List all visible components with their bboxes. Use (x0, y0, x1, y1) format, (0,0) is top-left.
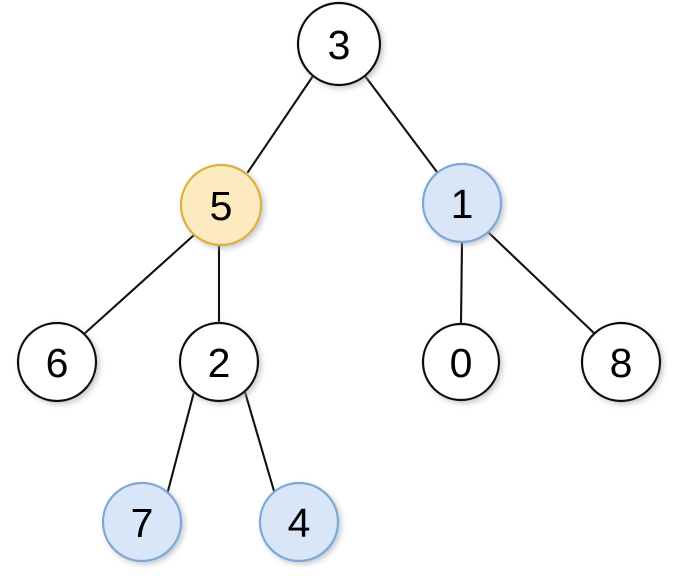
tree-node-5[interactable]: 5 (179, 163, 263, 247)
tree-node-circle-0[interactable] (421, 322, 501, 402)
tree-edge-1-8 (487, 231, 597, 336)
tree-node-circle-1[interactable] (421, 162, 503, 244)
tree-edge-2-4 (243, 390, 276, 493)
tree-node-2[interactable]: 2 (178, 321, 260, 403)
tree-edges-layer (82, 74, 597, 493)
tree-edge-3-1 (363, 74, 439, 174)
tree-node-6[interactable]: 6 (16, 321, 98, 403)
tree-node-circle-8[interactable] (580, 321, 662, 403)
tree-node-circle-2[interactable] (178, 321, 260, 403)
tree-edge-3-5 (246, 74, 315, 174)
tree-node-3[interactable]: 3 (296, 1, 382, 87)
tree-node-circle-7[interactable] (101, 481, 183, 563)
tree-edge-5-6 (82, 233, 196, 336)
tree-node-circle-3[interactable] (296, 1, 382, 87)
tree-node-1[interactable]: 1 (421, 162, 503, 244)
tree-node-circle-5[interactable] (179, 163, 263, 247)
tree-node-circle-4[interactable] (258, 481, 340, 563)
tree-node-4[interactable]: 4 (258, 481, 340, 563)
tree-node-8[interactable]: 8 (580, 321, 662, 403)
tree-node-0[interactable]: 0 (421, 322, 501, 402)
tree-edge-2-7 (166, 390, 196, 493)
tree-node-circle-6[interactable] (16, 321, 98, 403)
tree-node-7[interactable]: 7 (101, 481, 183, 563)
tree-edge-1-0 (459, 240, 464, 326)
